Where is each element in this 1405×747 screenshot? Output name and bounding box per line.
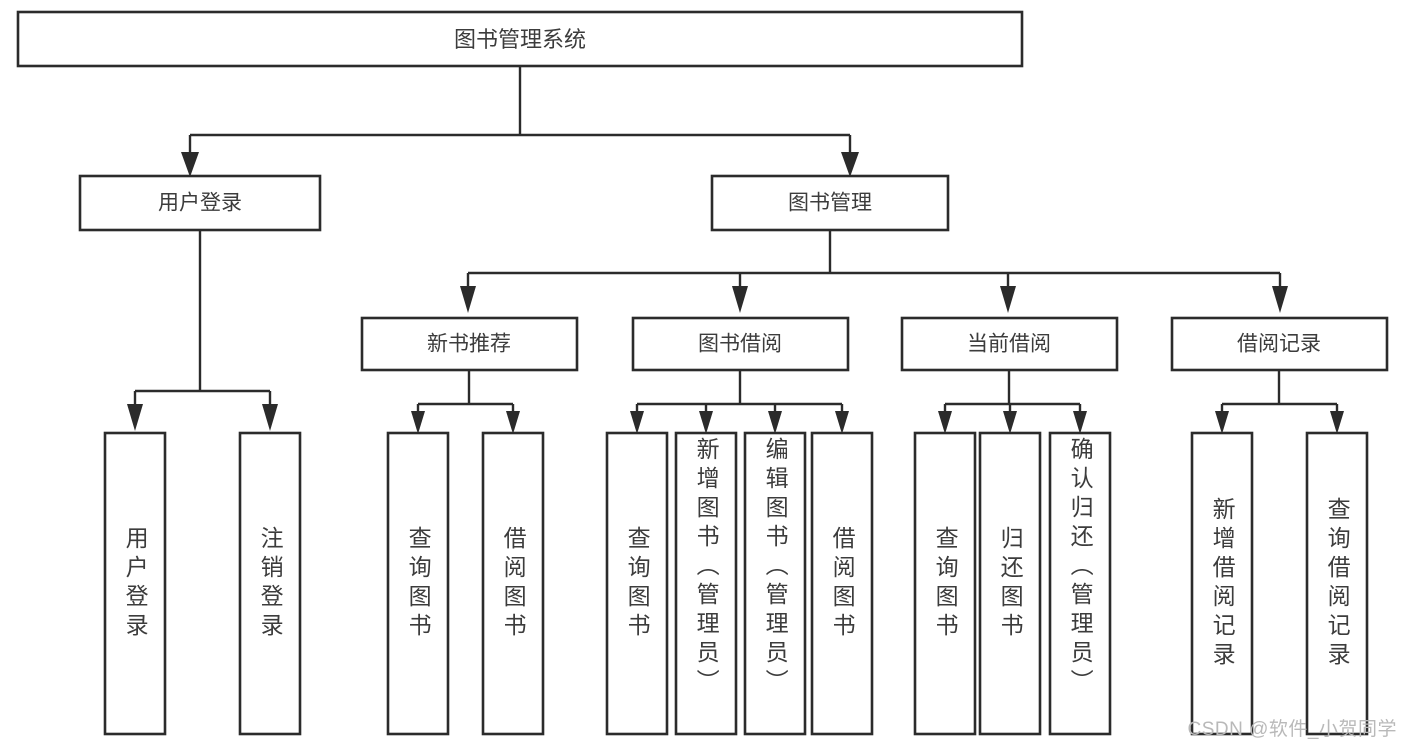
node-root-box[interactable]: [16, 10, 1024, 68]
leaf-return-book-box[interactable]: [978, 431, 1042, 736]
node-user-login[interactable]: 用户登录: [78, 174, 322, 232]
leaf-query-book-borrow-box[interactable]: [605, 431, 669, 736]
arrow-head-leaf-logout: [262, 404, 278, 431]
node-new-book-recommend-label: 新书推荐: [427, 333, 511, 356]
leaf-logout-box[interactable]: [238, 431, 302, 736]
arrow-head-borrow-record: [1272, 286, 1288, 313]
arrow-head-new-book-recommend: [460, 286, 476, 313]
leaf-edit-book-box[interactable]: [743, 431, 807, 736]
node-book-manage-box[interactable]: [710, 174, 950, 232]
connector-group-book-manage: [460, 230, 1288, 313]
arrow-head-leaf-query-record: [1330, 411, 1344, 434]
connector-group-new-book-recommend: [411, 370, 520, 434]
node-current-borrow-box[interactable]: [900, 316, 1119, 372]
connector-group-root: [181, 66, 859, 177]
leaf-boxes: [103, 431, 1369, 736]
node-user-login-label: 用户登录: [158, 192, 242, 215]
arrow-head-leaf-borrow-book-rec: [506, 411, 520, 434]
leaf-borrow-book-rec-box[interactable]: [481, 431, 545, 736]
arrow-head-leaf-user-login: [127, 404, 143, 431]
connector-group-borrow-record: [1215, 370, 1344, 434]
arrow-head-book-borrow: [732, 286, 748, 313]
leaf-confirm-return-box[interactable]: [1048, 431, 1112, 736]
arrow-head-leaf-query-book-current: [938, 411, 952, 434]
node-borrow-record-label: 借阅记录: [1237, 333, 1321, 356]
watermark-text: CSDN @软件_小贺同学: [1187, 719, 1397, 740]
node-book-borrow-box[interactable]: [631, 316, 850, 372]
leaf-query-record-box[interactable]: [1305, 431, 1369, 736]
arrow-head-book-manage: [841, 152, 859, 177]
connector-group-user-login: [127, 230, 278, 431]
arrow-head-leaf-add-book: [699, 411, 713, 434]
node-borrow-record[interactable]: 借阅记录: [1170, 316, 1389, 372]
leaf-add-book-box[interactable]: [674, 431, 738, 736]
leaf-borrow-book-box[interactable]: [810, 431, 874, 736]
arrow-head-user-login: [181, 152, 199, 177]
arrow-head-leaf-borrow-book: [835, 411, 849, 434]
node-root-label: 图书管理系统: [454, 27, 586, 52]
node-current-borrow-label: 当前借阅: [967, 333, 1051, 356]
node-current-borrow[interactable]: 当前借阅: [900, 316, 1119, 372]
node-new-book-recommend-box[interactable]: [360, 316, 579, 372]
connector-group-current-borrow: [938, 370, 1087, 434]
arrow-head-current-borrow: [1000, 286, 1016, 313]
arrow-head-leaf-return-book: [1003, 411, 1017, 434]
leaf-query-book-current-box[interactable]: [913, 431, 977, 736]
node-root[interactable]: 图书管理系统: [16, 10, 1024, 68]
node-borrow-record-box[interactable]: [1170, 316, 1389, 372]
arrow-head-leaf-query-book-borrow: [630, 411, 644, 434]
leaf-add-record-box[interactable]: [1190, 431, 1254, 736]
node-new-book-recommend[interactable]: 新书推荐: [360, 316, 579, 372]
connector-group-book-borrow: [630, 370, 849, 434]
arrow-head-leaf-confirm-return: [1073, 411, 1087, 434]
arrow-head-leaf-add-record: [1215, 411, 1229, 434]
node-book-borrow[interactable]: 图书借阅: [631, 316, 850, 372]
leaf-query-book-rec-box[interactable]: [386, 431, 450, 736]
leaf-user-login-box[interactable]: [103, 431, 167, 736]
arrow-head-leaf-query-book-rec: [411, 411, 425, 434]
node-book-borrow-label: 图书借阅: [698, 333, 782, 356]
arrow-head-leaf-edit-book: [768, 411, 782, 434]
node-book-manage-label: 图书管理: [788, 192, 872, 215]
node-book-manage[interactable]: 图书管理: [710, 174, 950, 232]
